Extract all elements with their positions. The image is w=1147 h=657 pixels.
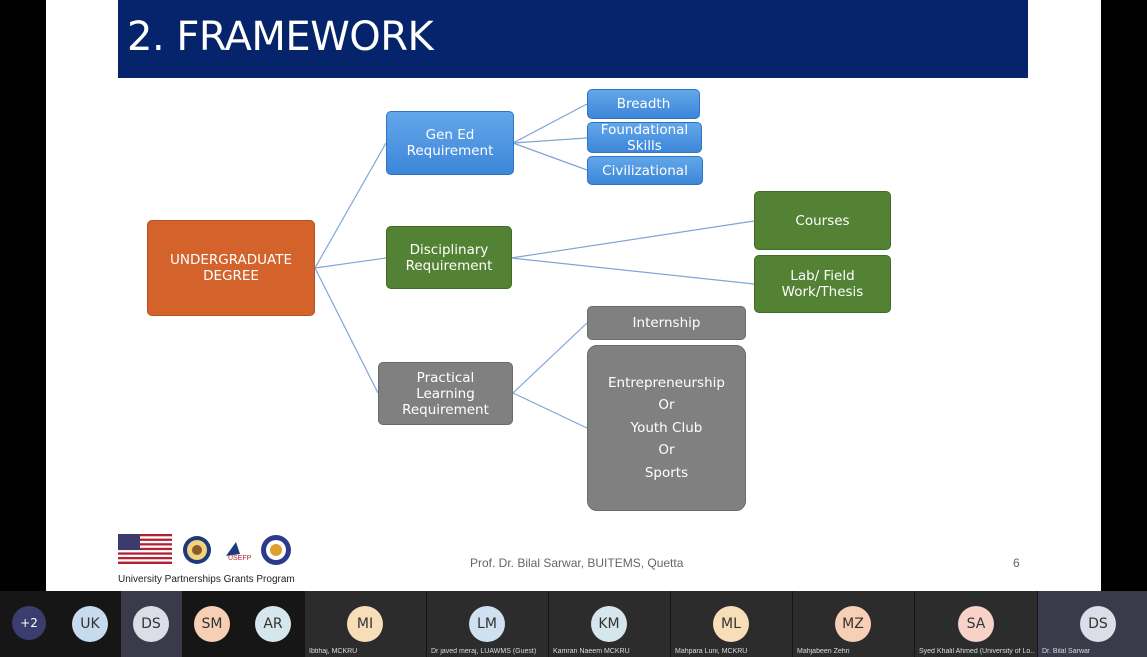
participant-tile[interactable]: UK bbox=[60, 591, 121, 657]
program-name: University Partnerships Grants Program bbox=[118, 574, 295, 585]
foundational-skills-box: Foundational Skills bbox=[587, 122, 702, 154]
participant-name: Syed Khalil Ahmed (University of Lo... bbox=[919, 648, 1035, 655]
avatar: LM bbox=[469, 606, 505, 642]
avatar: MI bbox=[347, 606, 383, 642]
lab-field-work-box: Lab/ Field Work/Thesis bbox=[754, 255, 891, 313]
framework-connectors bbox=[314, 103, 755, 429]
civilizational-box: Civilizational bbox=[587, 156, 703, 185]
us-flag-icon bbox=[118, 534, 172, 564]
avatar: MZ bbox=[835, 606, 871, 642]
participant-name: Dr javed meraj, LUAWMS (Guest) bbox=[431, 648, 537, 655]
presentation-slide: 2. FRAMEWORK UNDERGRADUATE DEGREE Gen Ed… bbox=[46, 0, 1101, 591]
participant-tile[interactable]: DS bbox=[121, 591, 182, 657]
slide-footer-author: Prof. Dr. Bilal Sarwar, BUITEMS, Quetta bbox=[470, 556, 684, 570]
internship-box: Internship bbox=[587, 306, 746, 340]
avatar: DS bbox=[1080, 606, 1116, 642]
sponsor-logos: USEFP bbox=[118, 534, 291, 565]
slide-title: 2. FRAMEWORK bbox=[127, 14, 434, 60]
participant-tile[interactable]: SA Syed Khalil Ahmed (University of Lo..… bbox=[915, 591, 1037, 657]
participant-tile[interactable]: KM Kamran Naeem MCKRU bbox=[549, 591, 670, 657]
avatar: UK bbox=[72, 606, 108, 642]
participant-tile[interactable]: MI Ibtihaj, MCKRU bbox=[305, 591, 426, 657]
avatar: DS bbox=[133, 606, 169, 642]
avatar: SM bbox=[194, 606, 230, 642]
participant-tile[interactable]: SM bbox=[182, 591, 243, 657]
avatar: ML bbox=[713, 606, 749, 642]
state-department-seal-icon bbox=[183, 536, 211, 564]
participant-bar: +2 UK DS SM AR MI Ibtihaj, MCKRU LM Dr j… bbox=[0, 591, 1147, 657]
avatar: AR bbox=[255, 606, 291, 642]
participant-tile[interactable]: DS Dr. Bilal Sarwar bbox=[1038, 591, 1147, 657]
participant-name: Kamran Naeem MCKRU bbox=[553, 648, 630, 655]
courses-box: Courses bbox=[754, 191, 891, 250]
usefp-logo-text: USEFP bbox=[228, 555, 252, 562]
usefp-logo-icon: USEFP bbox=[226, 542, 252, 562]
entrepreneurship-box: Entrepreneurship Or Youth Club Or Sports bbox=[587, 345, 746, 511]
participant-name: Dr. Bilal Sarwar bbox=[1042, 648, 1091, 655]
participant-tile[interactable]: LM Dr javed meraj, LUAWMS (Guest) bbox=[427, 591, 548, 657]
undergraduate-degree-box: UNDERGRADUATE DEGREE bbox=[147, 220, 315, 316]
practical-learning-box: Practical Learning Requirement bbox=[378, 362, 513, 425]
avatar: KM bbox=[591, 606, 627, 642]
disciplinary-requirement-box: Disciplinary Requirement bbox=[386, 226, 512, 289]
participant-tile[interactable]: AR bbox=[243, 591, 304, 657]
participant-name: Mahpara Luni, MCKRU bbox=[675, 648, 748, 655]
avatar: +2 bbox=[12, 606, 46, 640]
participant-tile-more[interactable]: +2 bbox=[0, 591, 60, 657]
participant-tile[interactable]: MZ Mahjabeen Zehri bbox=[793, 591, 914, 657]
avatar: SA bbox=[958, 606, 994, 642]
title-banner: 2. FRAMEWORK bbox=[118, 0, 1028, 78]
breadth-box: Breadth bbox=[587, 89, 700, 119]
participant-tile[interactable]: ML Mahpara Luni, MCKRU bbox=[671, 591, 792, 657]
hec-seal-icon bbox=[261, 535, 291, 565]
participant-name: Mahjabeen Zehri bbox=[797, 648, 850, 655]
gen-ed-requirement-box: Gen Ed Requirement bbox=[386, 111, 514, 175]
participant-name: Ibtihaj, MCKRU bbox=[309, 648, 358, 655]
slide-page-number: 6 bbox=[1013, 556, 1020, 570]
